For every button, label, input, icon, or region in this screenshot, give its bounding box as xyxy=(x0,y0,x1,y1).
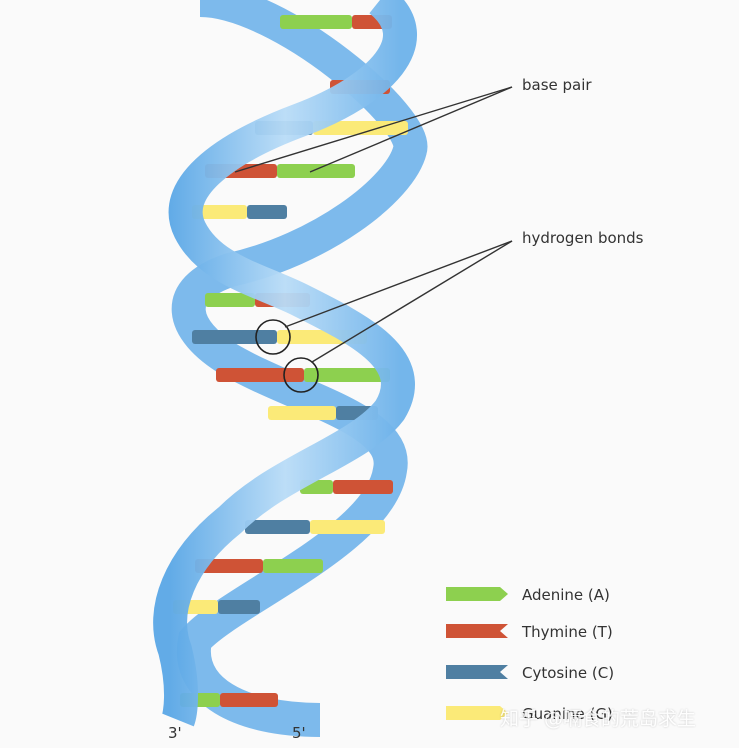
legend-swatch-thymine xyxy=(446,624,508,638)
legend-swatch-adenine xyxy=(446,587,508,601)
base-pair-bar xyxy=(280,15,352,29)
base-pair-bar xyxy=(192,205,247,219)
base-pair-bar xyxy=(263,559,323,573)
base-pair-bar xyxy=(304,368,390,382)
base-pair-bar xyxy=(220,693,278,707)
watermark-text: 知乎 @嗝食的荒岛求生 xyxy=(500,708,697,730)
base-pair-bar xyxy=(218,600,260,614)
base-pair-bar xyxy=(310,520,385,534)
label-strand-end-right: 5' xyxy=(292,724,306,742)
legend-label-cytosine: Cytosine (C) xyxy=(522,664,614,682)
base-pair-bar xyxy=(333,480,393,494)
label-strand-end-left: 3' xyxy=(168,724,182,742)
base-pair-bar xyxy=(313,121,408,135)
legend: Adenine (A) Thymine (T) Cytosine (C) Gua… xyxy=(446,586,614,723)
legend-label-thymine: Thymine (T) xyxy=(521,623,613,641)
base-pair-bar xyxy=(205,293,255,307)
legend-swatch-guanine xyxy=(446,706,508,720)
legend-label-adenine: Adenine (A) xyxy=(522,586,610,604)
label-hydrogen-bonds: hydrogen bonds xyxy=(522,229,644,247)
base-pair-bar xyxy=(268,406,336,420)
legend-label-guanine: Guanine (G) xyxy=(522,705,613,723)
base-pair-bar xyxy=(277,164,355,178)
base-pair-bar xyxy=(195,559,263,573)
label-base-pair: base pair xyxy=(522,76,592,94)
base-pair-bar xyxy=(245,520,310,534)
hydrogen-bond-circle xyxy=(283,357,319,393)
base-pair-bar xyxy=(192,330,277,344)
hydrogen-bond-circle xyxy=(255,319,291,355)
base-pair-bar xyxy=(216,368,304,382)
leader-lines xyxy=(234,86,513,363)
legend-swatch-cytosine xyxy=(446,665,508,679)
base-pair-bar xyxy=(247,205,287,219)
backbone-back-strand xyxy=(171,0,428,737)
